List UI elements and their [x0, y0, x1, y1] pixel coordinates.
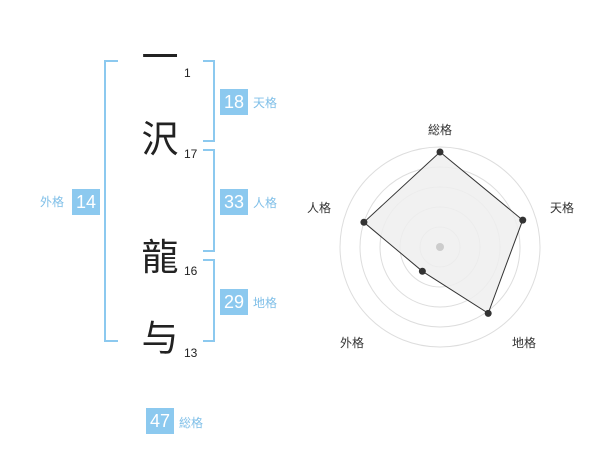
radar-point	[484, 309, 492, 317]
radar-axis-label-chikaku: 地格	[512, 335, 536, 350]
stroke-count-4: 13	[184, 346, 198, 360]
name-char-3: 龍	[141, 236, 179, 279]
radar-point	[360, 218, 368, 226]
gaikaku-badge: 14	[72, 189, 100, 215]
radar-point	[418, 267, 426, 275]
radar-center-dot	[436, 243, 444, 251]
radar-polygon	[363, 151, 524, 315]
name-char-2: 沢	[141, 118, 179, 161]
name-char-1: 一	[141, 36, 179, 79]
name-char-4: 与	[141, 317, 179, 360]
radar-point	[436, 148, 444, 156]
gaikaku-bracket	[104, 60, 118, 342]
radar-axis-label-jinkaku: 人格	[307, 200, 331, 215]
tenkaku-bracket	[203, 60, 215, 142]
chikaku-label: 地格	[253, 296, 278, 310]
radar-axis-label-gaikaku: 外格	[340, 335, 364, 350]
jinkaku-badge: 33	[220, 189, 248, 215]
chikaku-bracket	[203, 259, 215, 342]
soukaku-label: 総格	[179, 416, 204, 430]
jinkaku-label: 人格	[253, 196, 278, 210]
stroke-count-1: 1	[184, 66, 191, 80]
jinkaku-bracket	[203, 149, 215, 252]
radar-chart: 総格 天格 地格 外格 人格	[307, 122, 574, 350]
stroke-count-2: 17	[184, 147, 198, 161]
radar-points	[360, 148, 527, 317]
gaikaku-label: 外格	[40, 195, 65, 209]
radar-axis-label-tenkaku: 天格	[550, 200, 574, 215]
tenkaku-badge: 18	[220, 89, 248, 115]
radar-axis-label-soukaku: 総格	[428, 122, 452, 137]
radar-point	[519, 216, 527, 224]
tenkaku-label: 天格	[253, 96, 278, 110]
radar-ring	[339, 146, 541, 348]
chikaku-badge: 29	[220, 289, 248, 315]
soukaku-badge: 47	[146, 408, 174, 434]
stroke-count-3: 16	[184, 264, 198, 278]
